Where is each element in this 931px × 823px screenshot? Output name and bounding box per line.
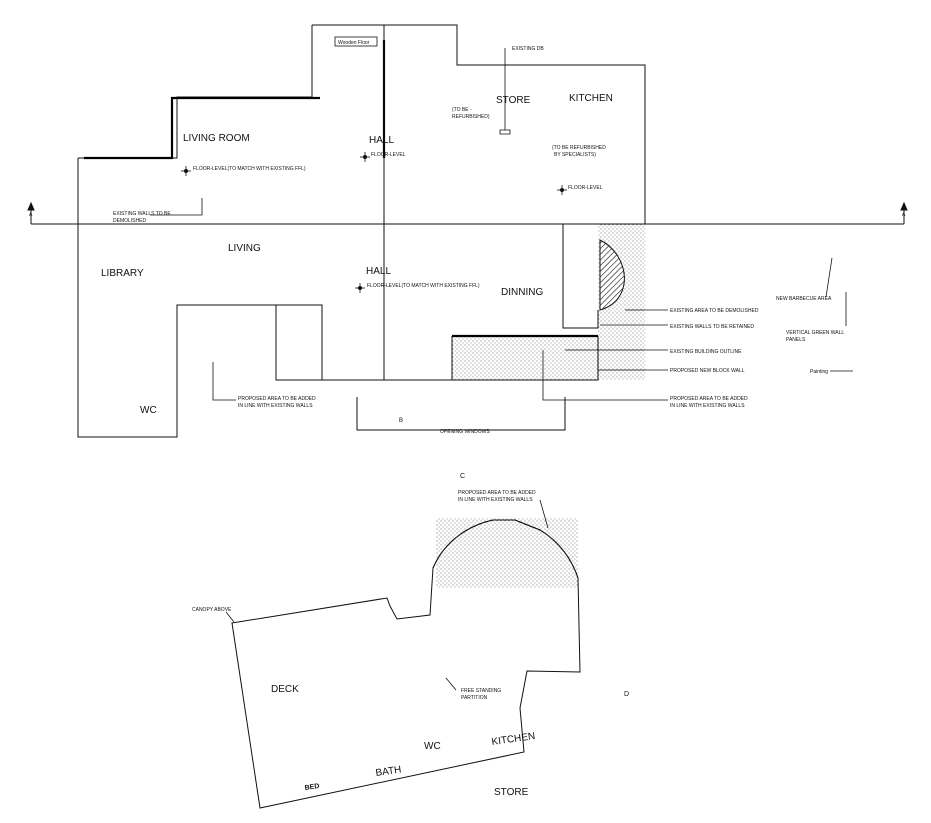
- room-kitchen-bottom: KITCHEN: [491, 731, 536, 748]
- note-existing-db: EXISTING DB: [512, 46, 544, 52]
- room-living: LIVING: [228, 243, 261, 254]
- room-bed: BED: [304, 783, 320, 792]
- note-building-outline: EXISTING BUILDING OUTLINE: [670, 349, 742, 355]
- level-marker-living: [181, 166, 191, 176]
- room-hall-upper: HALL: [369, 135, 394, 146]
- wooden-floor-tag: [334, 36, 378, 47]
- room-deck: DECK: [271, 684, 299, 695]
- note-free-standing-1: FREE STANDING: [461, 688, 501, 694]
- section-b-bracket: [356, 397, 566, 431]
- section-mark-d: D: [624, 691, 629, 698]
- note-refurbished-1: (TO BE -: [452, 107, 472, 113]
- section-mark-c: C: [460, 473, 465, 480]
- note-floor-level-hall: FLOOR-LEVEL: [371, 152, 406, 158]
- note-floor-level-hall-lower: FLOOR-LEVEL(TO MATCH WITH EXISTING FFL): [367, 283, 480, 289]
- note-floor-level-living: FLOOR-LEVEL(TO MATCH WITH EXISTING FFL): [193, 166, 306, 172]
- wooden-floor-label: Wooden Floor: [338, 40, 370, 46]
- note-refurbished-2: REFURBISHED): [452, 114, 490, 120]
- room-hall-lower: HALL: [366, 266, 391, 277]
- leader-existing-db: [499, 48, 511, 135]
- room-store: STORE: [496, 95, 531, 106]
- room-living-room: LIVING ROOM: [183, 133, 250, 144]
- level-marker-hall-lower: [355, 283, 365, 293]
- section-mark-a-right: A: [902, 212, 906, 218]
- room-bath: BATH: [375, 764, 402, 779]
- leader-walls-demolished: [150, 198, 203, 216]
- note-area-demolished: EXISTING AREA TO BE DEMOLISHED: [670, 308, 759, 314]
- leader-canopy: [225, 611, 235, 623]
- note-proposed-right-2: IN LINE WITH EXISTING WALLS: [670, 403, 745, 409]
- room-wc: WC: [140, 405, 157, 416]
- note-free-standing-2: PARTITION: [461, 695, 488, 701]
- thick-wall-upper-left: [84, 96, 320, 160]
- new-block-wall: [451, 336, 599, 381]
- demolish-area-hatch: [599, 239, 625, 311]
- proposed-area-shading-arc: [436, 518, 578, 588]
- leader-barbecue: [825, 257, 833, 298]
- top-floor-plan: Wooden Floor LIVING ROOM HALL STORE KITC…: [27, 24, 908, 438]
- level-marker-kitchen: [557, 185, 567, 195]
- leader-proposed-left: [212, 362, 236, 401]
- note-painting: Painting: [810, 369, 828, 375]
- room-library: LIBRARY: [101, 268, 144, 279]
- note-specialists-2: BY SPECIALISTS): [554, 152, 596, 158]
- room-dinning: DINNING: [501, 287, 543, 298]
- section-arrow-a-right: [900, 201, 908, 224]
- note-walls-retained: EXISTING WALLS TO BE RETAINED: [670, 324, 754, 330]
- note-opening-windows: OPENING WINDOWS: [440, 429, 490, 435]
- note-new-block-wall: PROPOSED NEW BLOCK WALL: [670, 368, 745, 374]
- retained-wall: [562, 224, 599, 329]
- section-mark-a-left: A: [29, 212, 33, 218]
- note-proposed-bottom-2: IN LINE WITH EXISTING WALLS: [458, 497, 533, 503]
- note-canopy-above: CANOPY ABOVE: [192, 607, 232, 613]
- note-green-wall-1: VERTICAL GREEN WALL: [786, 330, 844, 336]
- section-mark-b: B: [399, 418, 403, 424]
- room-wc-bottom: WC: [424, 741, 441, 752]
- room-store-bottom: STORE: [494, 787, 529, 798]
- proposed-area-shading-bottom: [452, 336, 599, 380]
- note-floor-level-kitchen: FLOOR-LEVEL: [568, 185, 603, 191]
- note-walls-demolished-2: DEMOLISHED: [113, 218, 146, 224]
- room-kitchen: KITCHEN: [569, 93, 613, 104]
- leader-proposed-bottom: [539, 499, 549, 529]
- note-barbecue-area: NEW BARBECUE AREA: [776, 296, 832, 302]
- bottom-plan-arc: [432, 519, 579, 579]
- note-proposed-left-2: IN LINE WITH EXISTING WALLS: [238, 403, 313, 409]
- note-proposed-bottom-1: PROPOSED AREA TO BE ADDED: [458, 490, 536, 496]
- note-specialists-1: (TO BE REFURBISHED: [552, 145, 606, 151]
- note-walls-demolished-1: EXISTING WALLS TO BE: [113, 211, 171, 217]
- bottom-floor-plan: C D PROPOSED AREA TO BE ADDED IN LINE WI…: [192, 473, 629, 809]
- note-green-wall-2: PANELS: [786, 337, 806, 343]
- section-arrow-a-left: [27, 201, 35, 224]
- note-proposed-right-1: PROPOSED AREA TO BE ADDED: [670, 396, 748, 402]
- leader-partition: [445, 677, 457, 691]
- note-proposed-left-1: PROPOSED AREA TO BE ADDED: [238, 396, 316, 402]
- level-marker-hall: [360, 152, 370, 162]
- wc-recess: [275, 304, 323, 381]
- leader-proposed-right: [542, 350, 668, 401]
